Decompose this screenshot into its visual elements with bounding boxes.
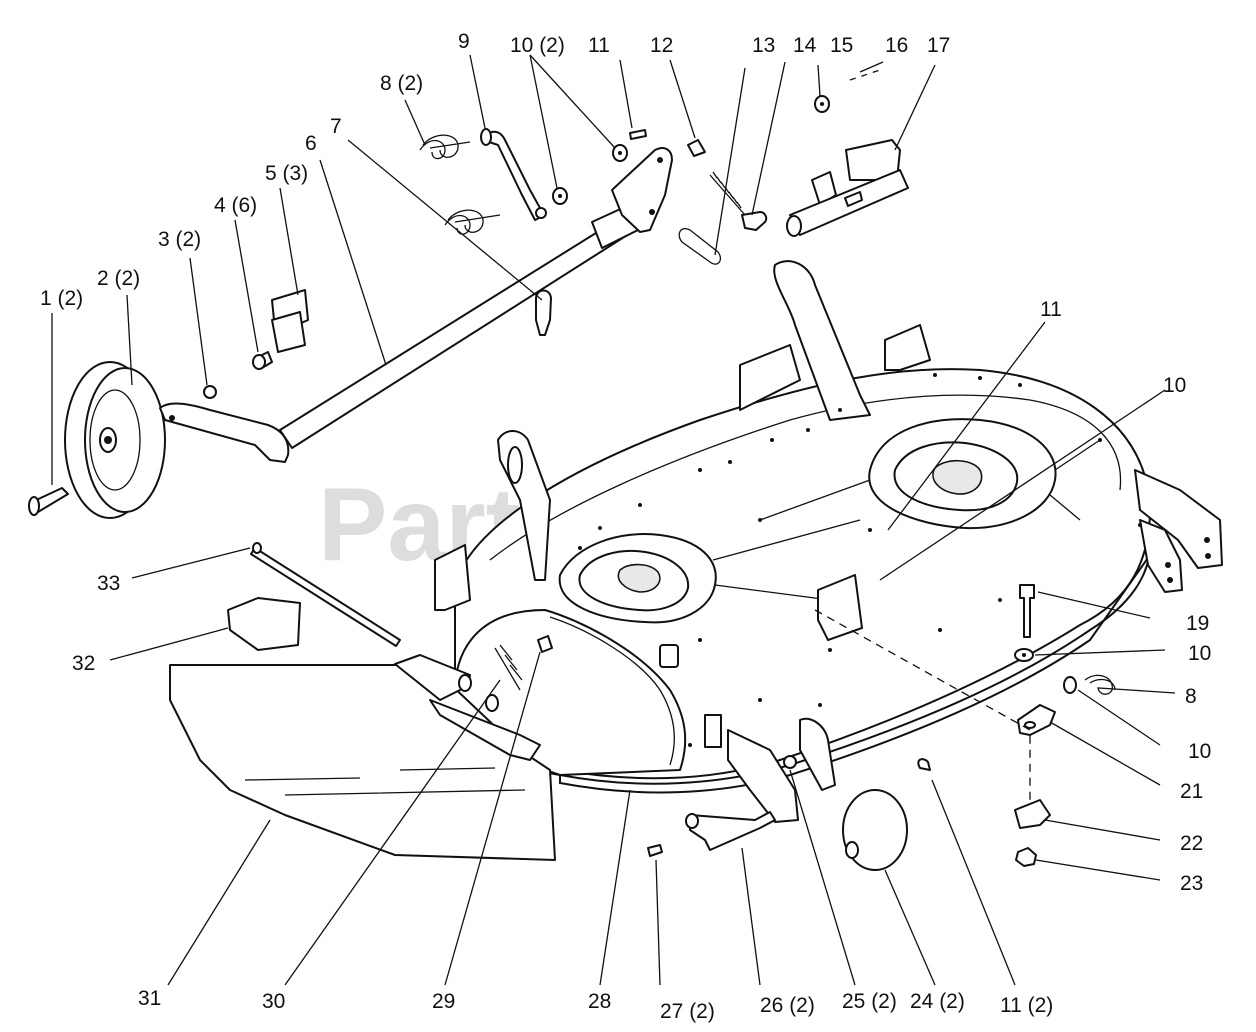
callout-5: 5 (3)	[265, 162, 308, 185]
callout-28: 28	[588, 990, 611, 1013]
callout-8-top: 8 (2)	[380, 72, 423, 95]
lift-linkage	[419, 95, 909, 265]
callout-2: 2 (2)	[97, 267, 140, 290]
callout-10-top: 10 (2)	[510, 34, 565, 57]
callout-13: 13	[752, 34, 775, 57]
callout-3: 3 (2)	[158, 228, 201, 251]
callout-labels: 1 (2) 2 (2) 3 (2) 4 (6) 5 (3) 6 7 8 (2) …	[40, 30, 1211, 1023]
callout-19: 19	[1186, 612, 1209, 635]
callout-11-top: 11	[588, 34, 610, 57]
callout-8-right: 8	[1185, 685, 1197, 708]
callout-33: 33	[97, 572, 120, 595]
callout-26: 26 (2)	[760, 994, 815, 1017]
callout-17: 17	[927, 34, 950, 57]
callout-24: 24 (2)	[910, 990, 965, 1013]
callout-9: 9	[458, 30, 470, 53]
callout-11-bottom: 11 (2)	[1000, 994, 1053, 1017]
callout-11-mid: 11	[1040, 298, 1062, 321]
callout-14: 14	[793, 34, 817, 57]
callout-1: 1 (2)	[40, 287, 83, 310]
mower-deck	[434, 260, 1223, 823]
callout-23: 23	[1180, 872, 1203, 895]
gauge-wheel-assembly	[28, 199, 649, 519]
callout-6: 6	[305, 132, 317, 155]
callout-21: 21	[1180, 780, 1203, 803]
callout-12: 12	[650, 34, 673, 57]
callout-10-lower: 10	[1188, 740, 1211, 763]
callout-32: 32	[72, 652, 95, 675]
callout-7: 7	[330, 115, 342, 138]
callout-4: 4 (6)	[214, 194, 257, 217]
callout-22: 22	[1180, 832, 1203, 855]
callout-29: 29	[432, 990, 455, 1013]
callout-27: 27 (2)	[660, 1000, 715, 1023]
leader-lines	[51, 54, 1176, 986]
lower-parts	[169, 69, 1131, 871]
callout-25: 25 (2)	[842, 990, 897, 1013]
callout-16: 16	[885, 34, 908, 57]
callout-15: 15	[830, 34, 853, 57]
callout-31: 31	[138, 987, 161, 1010]
callout-10-mid: 10	[1163, 374, 1186, 397]
callout-30: 30	[262, 990, 285, 1013]
callout-10-right: 10	[1188, 642, 1211, 665]
